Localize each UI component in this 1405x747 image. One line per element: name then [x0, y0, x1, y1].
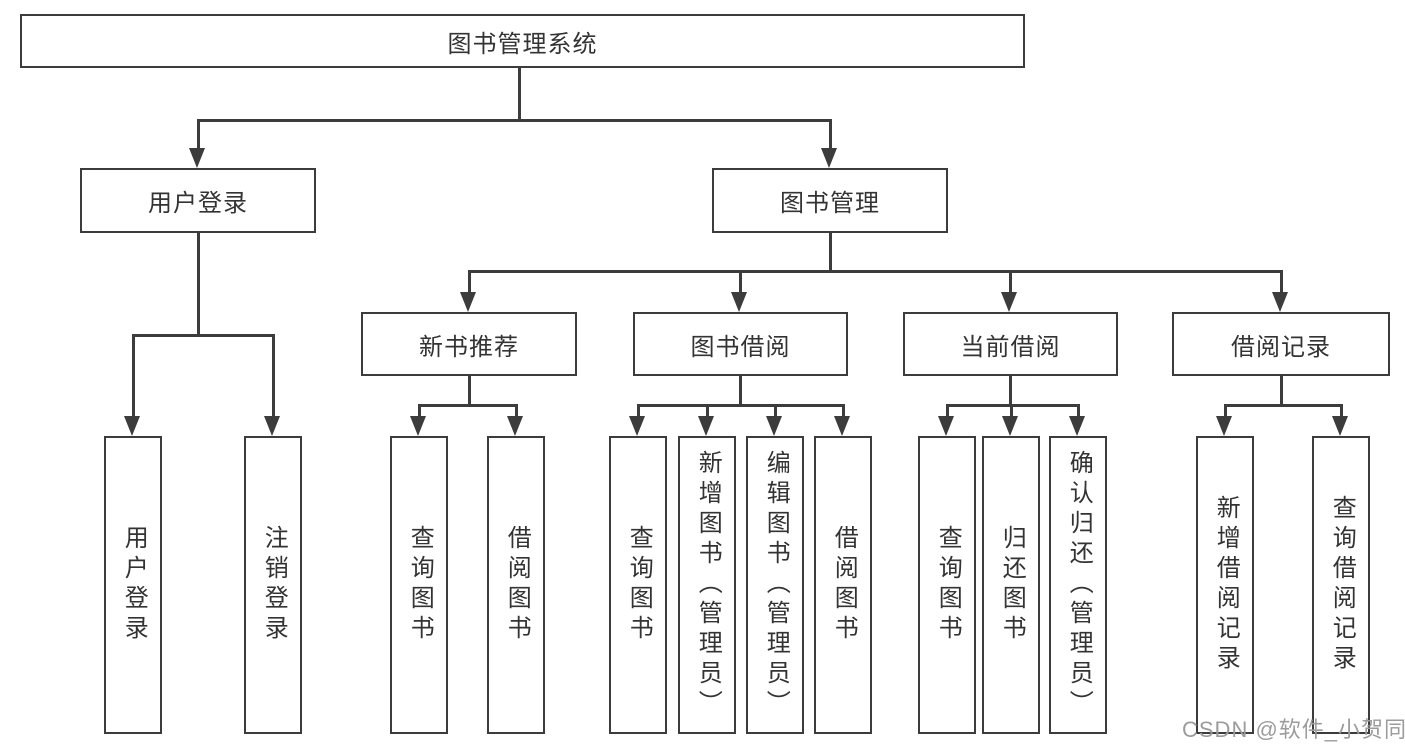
- arrow-down-icon: [1002, 416, 1018, 436]
- arrow-down-icon: [460, 292, 476, 312]
- leaf-current-query-books: 查询图书: [918, 436, 976, 734]
- connector-line: [468, 376, 471, 406]
- connector-line: [418, 404, 517, 407]
- connector-line: [739, 270, 742, 294]
- node-borrowing-records-label: 借阅记录: [1231, 333, 1331, 361]
- leaf-borrowing-borrow-books: 借阅图书: [814, 436, 872, 734]
- leaf-user-login-label: 用户登录: [120, 525, 148, 645]
- arrow-down-icon: [821, 148, 837, 168]
- connector-line: [774, 404, 777, 418]
- arrow-down-icon: [1216, 416, 1232, 436]
- connector-line: [1077, 404, 1080, 418]
- node-library-management-system: 图书管理系统: [20, 14, 1025, 68]
- connector-line: [515, 404, 518, 418]
- connector-line: [1280, 376, 1283, 406]
- leaf-logout-login: 注销登录: [244, 436, 302, 734]
- arrow-down-icon: [189, 148, 205, 168]
- node-new-book-recommend-label: 新书推荐: [419, 333, 519, 361]
- arrow-down-icon: [1069, 416, 1085, 436]
- arrow-down-icon: [698, 416, 714, 436]
- connector-line: [1224, 404, 1227, 418]
- connector-line: [197, 233, 200, 336]
- connector-line: [739, 376, 742, 406]
- connector-line: [518, 68, 521, 120]
- leaf-borrowing-edit-books-admin: 编辑图书（管理员）: [746, 436, 804, 734]
- connector-line: [197, 119, 831, 122]
- connector-line: [637, 404, 640, 418]
- leaf-current-confirm-return-admin-label: 确认归还（管理员）: [1065, 450, 1093, 720]
- leaf-records-add-borrow-record: 新增借阅记录: [1196, 436, 1254, 734]
- connector-line: [1280, 270, 1283, 294]
- leaf-current-return-books: 归还图书: [982, 436, 1040, 734]
- connector-line: [468, 270, 471, 294]
- connector-line: [197, 119, 200, 150]
- connector-line: [706, 404, 709, 418]
- arrow-down-icon: [1001, 292, 1017, 312]
- connector-line: [272, 334, 275, 418]
- node-current-borrowing: 当前借阅: [903, 312, 1118, 376]
- arrow-down-icon: [766, 416, 782, 436]
- arrow-down-icon: [834, 416, 850, 436]
- arrow-down-icon: [124, 416, 140, 436]
- connector-line: [637, 404, 844, 407]
- connector-line: [946, 404, 949, 418]
- node-library-management-system-label: 图书管理系统: [447, 30, 598, 58]
- leaf-recommend-query-books: 查询图书: [390, 436, 448, 734]
- node-book-borrowing-label: 图书借阅: [690, 333, 791, 361]
- arrow-down-icon: [1272, 292, 1288, 312]
- leaf-records-query-borrow-record: 查询借阅记录: [1312, 436, 1370, 734]
- leaf-current-return-books-label: 归还图书: [998, 525, 1026, 645]
- leaf-user-login: 用户登录: [104, 436, 162, 734]
- leaf-recommend-borrow-books-label: 借阅图书: [503, 525, 531, 645]
- leaf-records-add-borrow-record-label: 新增借阅记录: [1212, 495, 1240, 675]
- arrow-down-icon: [507, 416, 523, 436]
- leaf-recommend-borrow-books: 借阅图书: [487, 436, 545, 734]
- node-user-login: 用户登录: [80, 168, 316, 233]
- connector-line: [829, 233, 832, 272]
- arrow-down-icon: [938, 416, 954, 436]
- connector-line: [1224, 404, 1341, 407]
- connector-line: [468, 270, 1282, 273]
- arrow-down-icon: [629, 416, 645, 436]
- connector-line: [842, 404, 845, 418]
- node-new-book-recommend: 新书推荐: [361, 312, 577, 376]
- leaf-borrowing-query-books: 查询图书: [609, 436, 667, 734]
- node-user-login-label: 用户登录: [148, 190, 248, 217]
- leaf-recommend-query-books-label: 查询图书: [406, 525, 434, 645]
- leaf-borrowing-query-books-label: 查询图书: [625, 525, 653, 645]
- leaf-current-confirm-return-admin: 确认归还（管理员）: [1049, 436, 1107, 734]
- node-current-borrowing-label: 当前借阅: [960, 333, 1061, 361]
- node-book-management: 图书管理: [712, 168, 948, 233]
- leaf-borrowing-add-books-admin-label: 新增图书（管理员）: [694, 450, 722, 720]
- node-borrowing-records: 借阅记录: [1172, 312, 1390, 376]
- arrow-down-icon: [731, 292, 747, 312]
- leaf-records-query-borrow-record-label: 查询借阅记录: [1328, 495, 1356, 675]
- connector-line: [133, 334, 275, 337]
- connector-line: [1340, 404, 1343, 418]
- node-book-borrowing: 图书借阅: [633, 312, 848, 376]
- leaf-borrowing-add-books-admin: 新增图书（管理员）: [678, 436, 736, 734]
- connector-line: [1009, 270, 1012, 294]
- arrow-down-icon: [410, 416, 426, 436]
- leaf-logout-login-label: 注销登录: [260, 525, 288, 645]
- node-book-management-label: 图书管理: [780, 190, 880, 217]
- connector-line: [418, 404, 421, 418]
- leaf-borrowing-edit-books-admin-label: 编辑图书（管理员）: [762, 450, 790, 720]
- arrow-down-icon: [1332, 416, 1348, 436]
- arrow-down-icon: [264, 416, 280, 436]
- connector-line: [1009, 376, 1012, 406]
- csdn-watermark: CSDN @软件_小贺同学: [1182, 717, 1405, 742]
- connector-line: [829, 119, 832, 150]
- connector-line: [1010, 404, 1013, 418]
- leaf-borrowing-borrow-books-label: 借阅图书: [830, 525, 858, 645]
- connector-line: [132, 334, 135, 418]
- leaf-current-query-books-label: 查询图书: [934, 525, 962, 645]
